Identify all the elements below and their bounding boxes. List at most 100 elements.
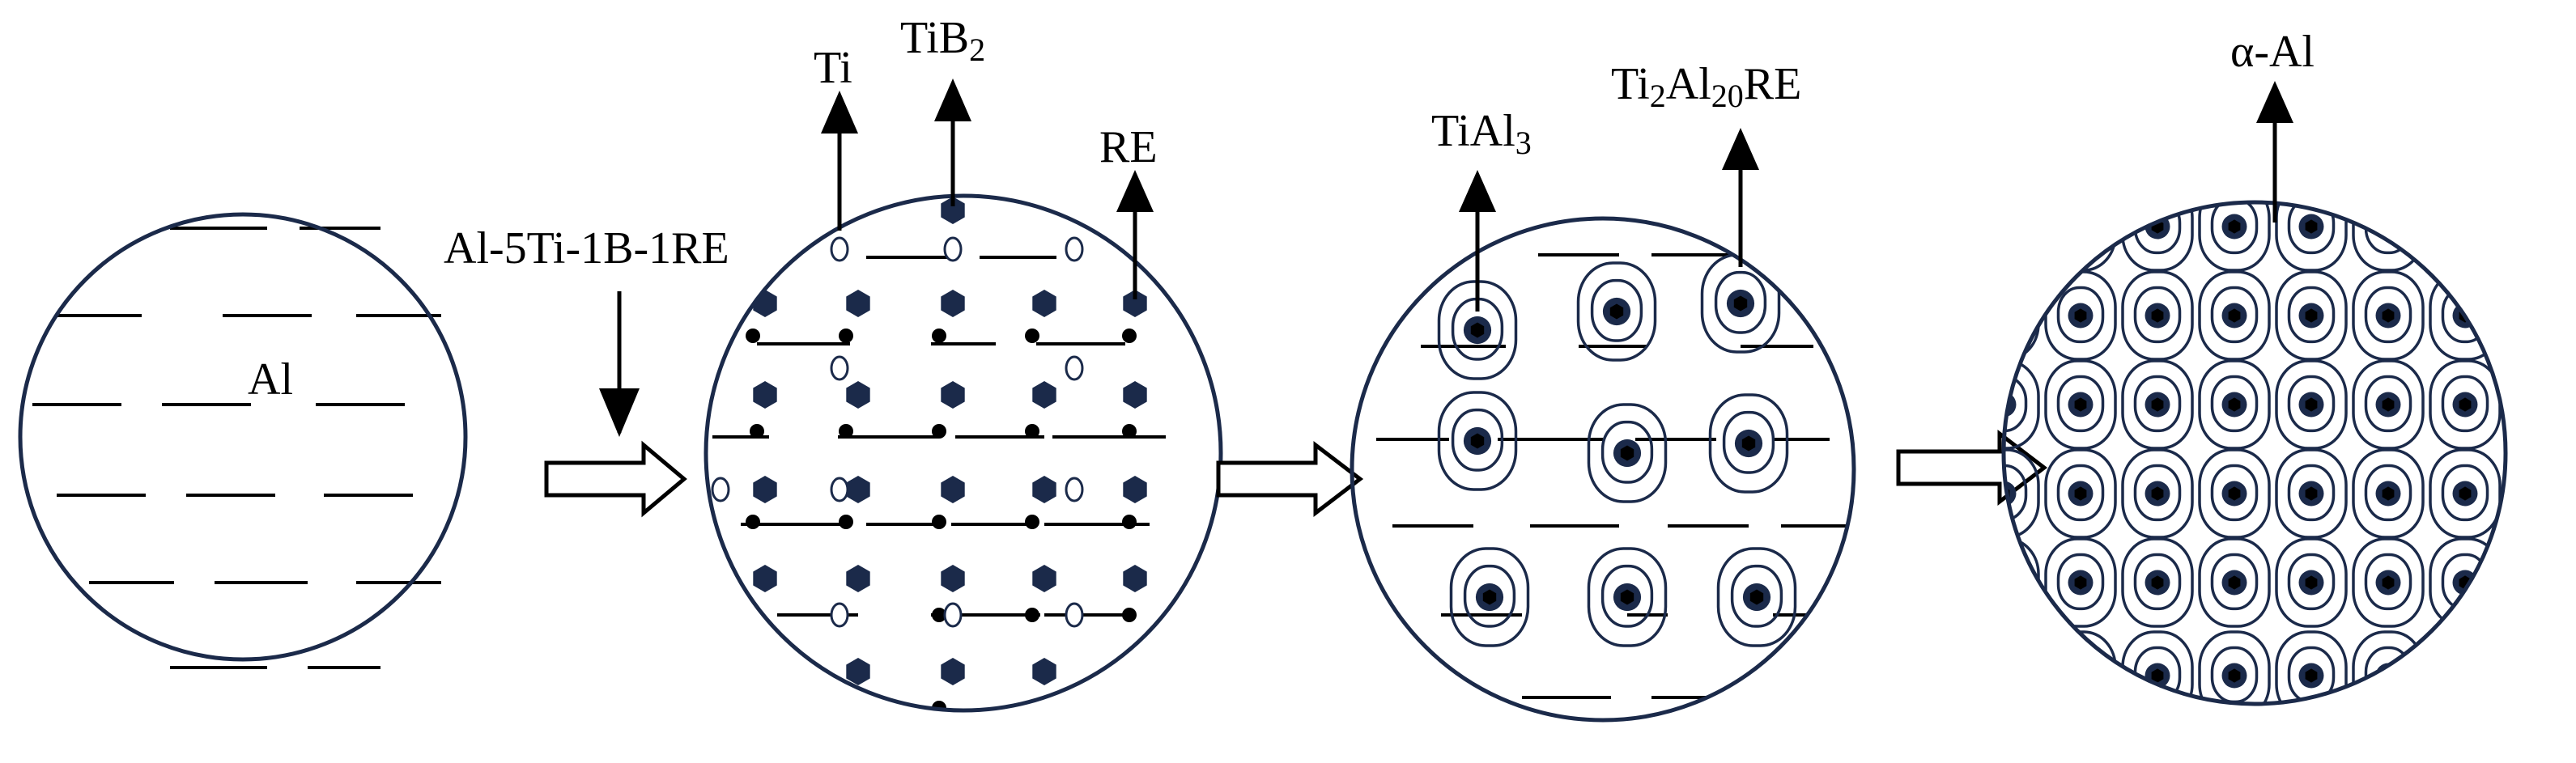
grain-outer-contour [2004,630,2040,704]
ti-atom [746,515,760,529]
tib2-particle [941,381,965,409]
refiner-addition: Al-5Ti-1B-1RE [444,223,729,437]
nucleated-grain [1716,547,1797,647]
nucleus [2530,303,2555,329]
al-label-background [225,348,310,396]
nucleus-core [2305,397,2318,412]
grain-inner-contour [2056,553,2105,611]
nucleus-core [2004,308,2010,323]
alpha-al-grain [2121,448,2194,539]
grain-outer-contour [2198,448,2271,539]
nucleus-core [1733,295,1748,312]
nucleus-core [2228,486,2241,501]
alpha-al-grain [2429,202,2502,272]
nucleus-core [2305,575,2318,590]
tial3-pointer-head [1459,170,1496,212]
grain-outer-contour [2044,630,2117,704]
alpha-al-grain [2275,448,2348,539]
grain-inner-contour [2210,286,2259,344]
nucleus-core [2228,308,2241,323]
tib2-base: TiB [900,13,969,63]
grain-inner-contour [2287,375,2336,433]
alpha-al-grain [2198,448,2271,539]
grain-inner-contour [2210,375,2259,433]
nucleus-core [2151,308,2164,323]
nucleus-core [1470,433,1485,449]
grain-outer-contour [2121,270,2194,361]
re-atom [1065,355,1084,381]
grain-outer-contour [1449,547,1530,647]
grain-outer-contour [2352,359,2425,450]
nucleus [2530,481,2555,507]
nucleus [2530,214,2555,239]
nucleus-core [1482,589,1497,605]
grain-inner-contour [2519,647,2564,702]
ti-atom [839,515,853,529]
nucleus-core [2074,397,2087,412]
nucleus-core [2151,397,2164,412]
tib2-pointer-head [934,78,971,121]
ti-atom [932,608,946,622]
ti2al20re-part2: Al [1666,59,1711,109]
grain-outer-contour [2352,270,2425,361]
alpha-al-grain [2121,202,2194,272]
grain-inner-contour [2056,646,2105,704]
ti2al20re-sub1: 2 [1650,78,1666,114]
tial3-base: TiAl [1431,106,1515,156]
tial3-subscript: 3 [1515,125,1532,161]
nucleus-core [2074,219,2087,234]
re-atom [1065,236,1084,262]
ti-atom [1122,424,1137,439]
alpha-al-grain [2507,450,2576,537]
grain-outer-contour [2198,270,2271,361]
alpha-al-label: α-Al [2230,27,2315,77]
nucleated-grains [1437,253,1797,647]
grain-outer-contour [2429,202,2502,272]
grain-inner-contour [2056,202,2105,255]
grain-outer-contour [1576,261,1657,362]
nucleus-core [2459,219,2472,234]
stage-1-melt: Al [18,212,468,669]
nucleus-core [2536,668,2548,682]
re-atoms [711,236,1084,628]
grain-inner-contour [1451,408,1504,472]
grain-outer-contour [2044,359,2117,450]
nucleus-core [1749,589,1764,605]
alpha-al-grain [2121,630,2194,704]
grain-outer-contour [1716,547,1797,647]
grain-inner-contour [1600,564,1654,628]
stage-3-nucleation: TiAl3 Ti2Al20RE [1350,59,1856,723]
re-atom [830,602,849,628]
nucleus-core [2228,575,2241,590]
nucleated-grain [1437,391,1518,491]
grain-inner-contour [1590,278,1643,342]
ti-atom [932,424,946,439]
nucleus-core [2382,308,2395,323]
alpha-al-grain [2507,183,2576,270]
refiner-label: Al-5Ti-1B-1RE [444,223,729,273]
nucleus-core [2004,668,2010,683]
grain-inner-contour [2004,464,2028,522]
alpha-al-grain [2507,539,2576,626]
stage-3-circle [1350,216,1856,723]
nucleus-core [2004,575,2010,590]
grain-inner-contour [1463,564,1516,628]
grain-outer-contour [2004,537,2040,628]
tib2-particle [1032,476,1056,503]
nucleus-core [1470,322,1485,338]
ti-atom [1025,608,1039,622]
grain-outer-contour [2044,448,2117,539]
grain-outer-contour [2004,202,2040,272]
alpha-al-grain [2198,270,2271,361]
alpha-al-grain [2352,448,2425,539]
ti2al20re-part1: Ti [1611,59,1650,109]
tib2-particle [1123,565,1147,592]
ti-atom [1122,608,1137,622]
grain-outer-contour [2004,359,2040,450]
grain-inner-contour [2287,202,2336,255]
nucleus [2004,570,2017,596]
nucleated-grain [1587,403,1668,503]
tib2-particle [846,565,870,592]
nucleus-core [2305,486,2318,501]
tib2-label: TiB2 [900,13,985,68]
